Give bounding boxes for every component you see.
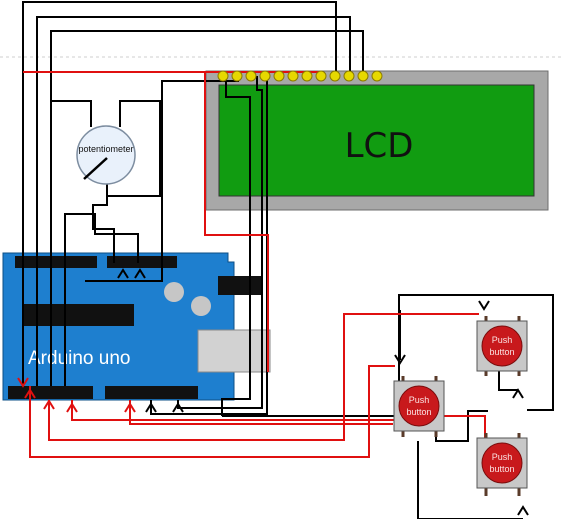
arrow-up-black: [117, 268, 129, 279]
usb-connector: [197, 329, 271, 373]
button-2-cap: [398, 385, 440, 427]
chip: [22, 304, 134, 326]
lcd-screen: [218, 84, 535, 197]
arduino-board: Arduino uno: [2, 252, 271, 401]
header-right: [218, 276, 262, 295]
button-3-label-line2: button: [489, 464, 514, 474]
button-3-cap: [481, 442, 523, 484]
button-1-label-line2: button: [489, 347, 514, 357]
wire-btn-signal-1: [29, 365, 395, 458]
lcd-pin-1: [217, 70, 229, 82]
lcd-label: LCD: [345, 126, 414, 166]
lcd-module: LCD: [205, 70, 549, 211]
arrows: [17, 268, 529, 516]
lcd-pin-8: [315, 70, 327, 82]
arduino-label: Arduino uno: [28, 348, 130, 369]
wire-pot-wiper: [92, 184, 115, 263]
capacitor-1: [164, 282, 184, 302]
button-1-label-line1: Push: [492, 335, 513, 345]
push-button-2: Push button: [393, 376, 445, 437]
wire-lcd-pin-2: [36, 16, 351, 386]
wire-lcd-pin-3: [50, 30, 364, 386]
wire-btn-signal-2: [48, 313, 479, 441]
arrow-up-red: [24, 388, 36, 399]
lcd-pins: [217, 70, 383, 82]
lcd-pin-11: [357, 70, 369, 82]
push-button-1: Push button: [476, 316, 528, 376]
lcd-pin-9: [329, 70, 341, 82]
wire-btn-ground-3: [417, 441, 523, 519]
arrow-up-red: [43, 399, 55, 410]
wire-pot-right: [107, 100, 161, 197]
wire-lcd-vcc: [204, 71, 269, 372]
button-1-cap: [481, 325, 523, 367]
wire-btn-signal-4: [129, 400, 393, 425]
lcd-pin-2: [231, 70, 243, 82]
arrow-up-black: [134, 268, 146, 279]
arrow-up-red: [124, 402, 136, 413]
lcd-pin-3: [245, 70, 257, 82]
button-2-label-line1: Push: [409, 395, 430, 405]
arrow-down-red: [17, 377, 29, 388]
header-top-right: [107, 256, 177, 268]
button-2-label-line2: button: [406, 407, 431, 417]
lcd-pin-10: [343, 70, 355, 82]
potentiometer-wiper: [83, 157, 108, 180]
header-bottom-left: [8, 386, 93, 399]
capacitor-2: [191, 296, 211, 316]
header-bottom-right: [105, 386, 198, 399]
arrow-up-red: [66, 402, 78, 413]
red-wires: [23, 71, 486, 458]
push-button-3: Push button: [476, 433, 528, 496]
lcd-pin-6: [287, 70, 299, 82]
wire-lcd-pin-4: [64, 213, 139, 386]
arrow-up-black: [517, 505, 529, 516]
arrow-down-black: [478, 300, 490, 311]
wire-lcd-pin-1: [22, 1, 337, 386]
wire-lcd-gnd-1: [221, 76, 251, 416]
arrow-up-black: [172, 402, 184, 413]
potentiometer-label: potentiometer: [78, 144, 133, 154]
lcd-pin-4: [259, 70, 271, 82]
arrow-down-black: [394, 354, 406, 365]
header-top-left: [15, 256, 97, 268]
wire-lcd-gnd-2: [177, 76, 263, 409]
arrow-up-black: [512, 388, 524, 399]
lcd-pin-12: [371, 70, 383, 82]
lcd-pin-5: [273, 70, 285, 82]
potentiometer: potentiometer: [76, 125, 136, 185]
lcd-pin-7: [301, 70, 313, 82]
arrow-up-black: [145, 402, 157, 413]
button-3-label-line1: Push: [492, 452, 513, 462]
potentiometer-body: [76, 125, 136, 185]
wire-pot-left: [51, 100, 92, 127]
